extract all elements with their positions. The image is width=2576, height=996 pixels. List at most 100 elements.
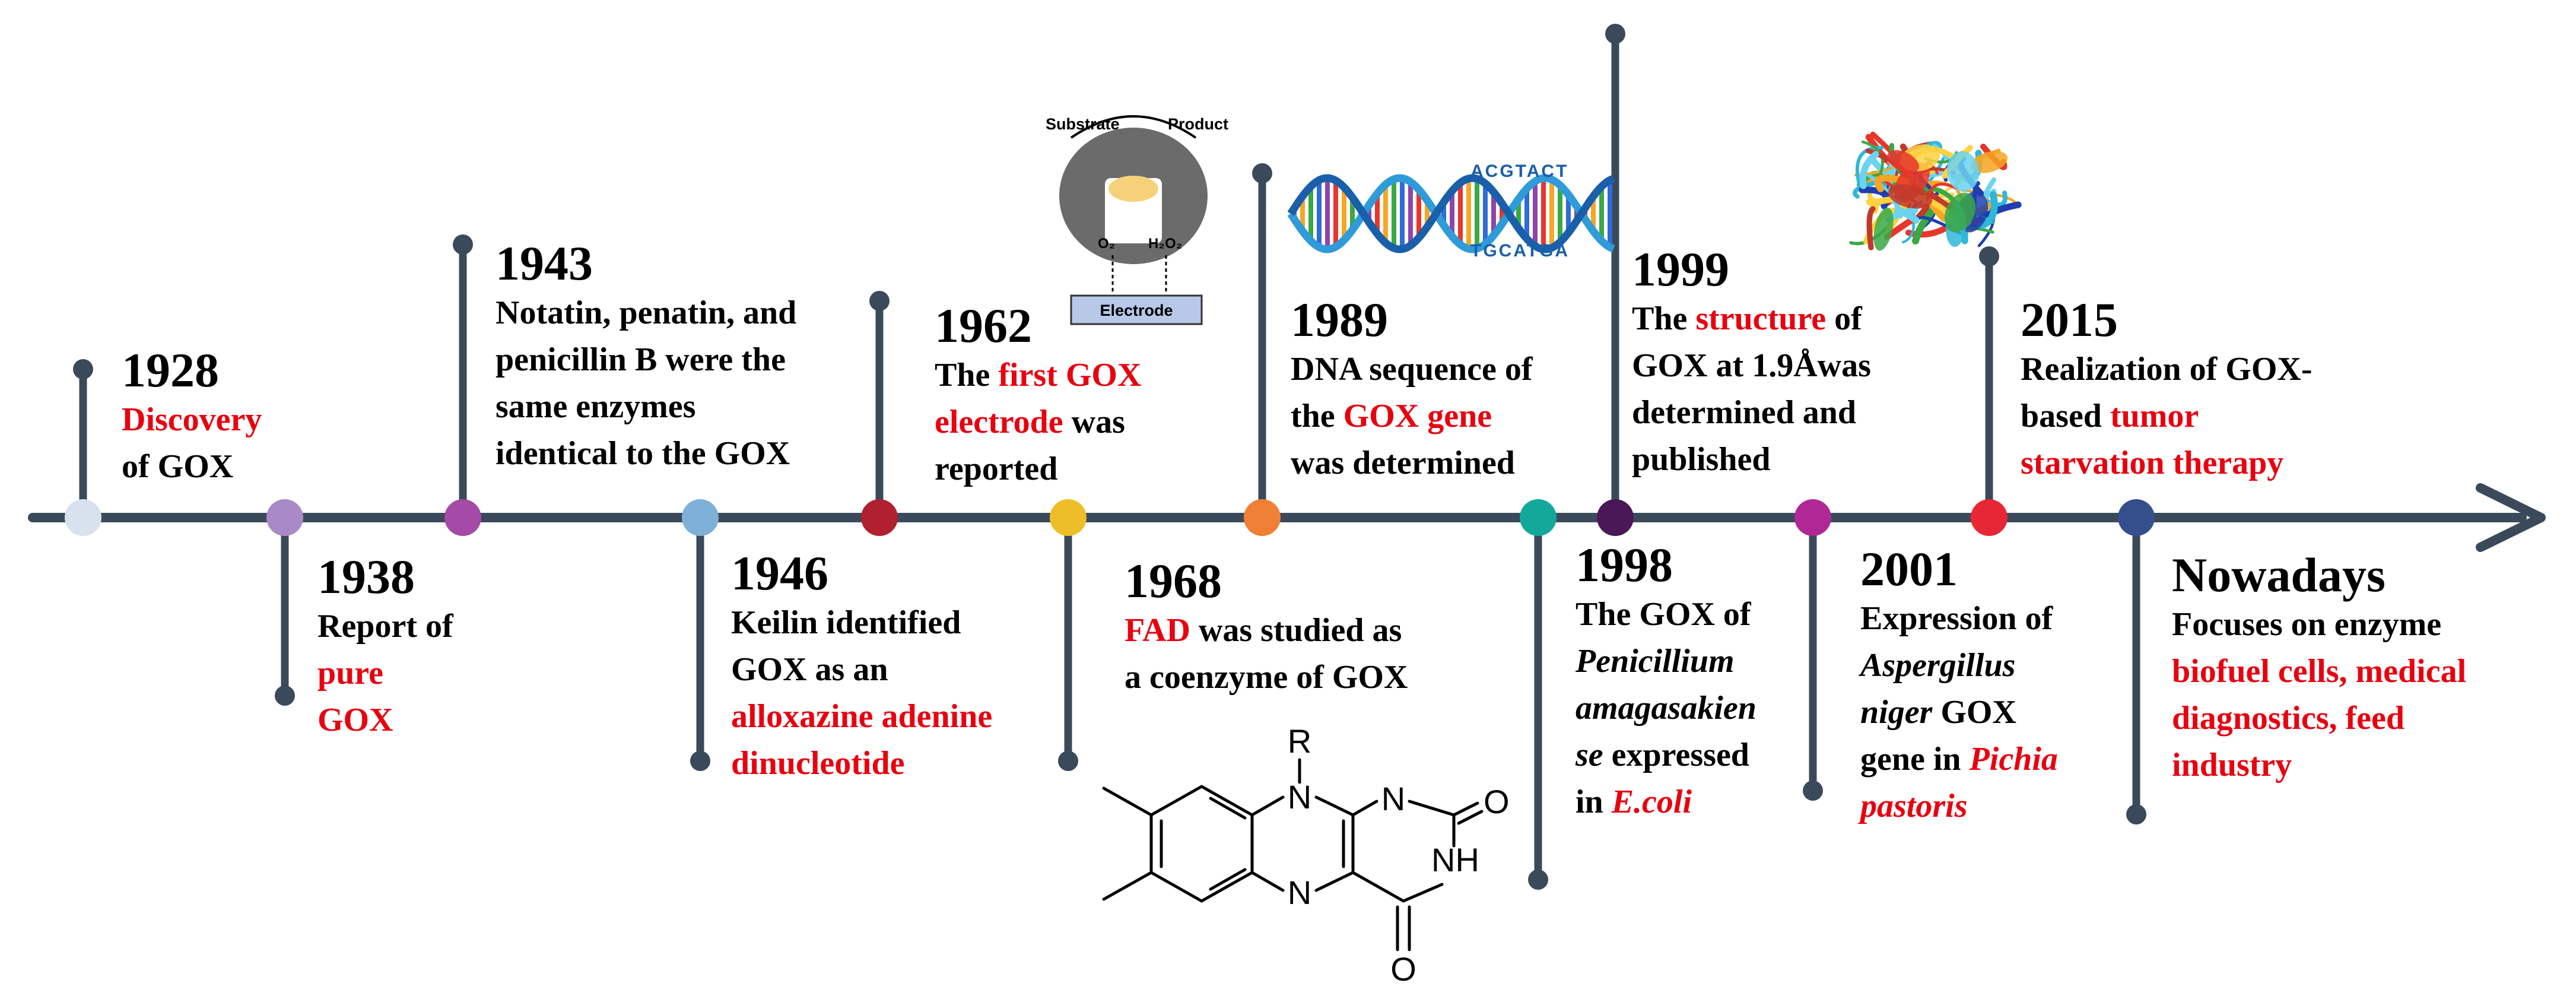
fad-atom-n: N [1288,778,1311,816]
timeline-stem-end [1803,781,1823,801]
fad-double-bond [1209,868,1247,891]
fad-atom-o: O [1484,783,1510,820]
timeline-stem-end [1605,24,1625,44]
event-text: GOX at 1.9Åwas [1632,347,1871,384]
event-text: a coenzyme of GOX [1125,659,1408,696]
event-text-line: gene in Pichia [1860,736,2058,783]
timeline-stem-end [2126,804,2146,824]
event-text: Aspergillus [1860,647,2016,684]
event-text-line: identical to the GOX [495,430,796,477]
timeline-node [266,499,303,536]
event-text-line: published [1632,436,1871,483]
event-text: of [1826,300,1862,337]
event-text: in [1576,784,1612,820]
event-year: 1999 [1632,242,1729,296]
event-text-line: niger GOX [1860,689,2058,736]
event-text-line: pastoris [1860,783,2058,830]
event-text: the [1291,398,1343,434]
electrode-product-label: Product [1168,115,1228,133]
fad-carbonyl-bond [1452,801,1479,817]
fad-bond [1200,785,1254,817]
event-text-line: se expressed [1576,732,1756,779]
event-text-line: Report of [317,603,453,650]
timeline-stem-end [869,291,890,311]
event-text: Notatin, penatin, and [495,294,797,331]
event-text-line: Focuses on enzyme [2172,601,2466,648]
fad-bond [1250,871,1285,892]
timeline-node [682,499,719,536]
event-highlight-text: Pichia [1969,741,2058,778]
dna-bottom-sequence: TGCATGA [1470,241,1570,261]
event-text-line: FAD was studied as [1125,607,1408,654]
event-text-line: in E.coli [1576,779,1756,826]
event-year: 2001 [1860,542,1958,596]
electrode-o2-label: O₂ [1098,236,1115,252]
event-year: 1989 [1291,293,1388,347]
timeline-node [444,499,481,536]
fad-bond [1149,785,1203,817]
event-year: 1946 [731,546,828,600]
event-highlight-text: Discovery [122,401,262,438]
fad-atom-n: N [1288,874,1311,911]
event-highlight-text: GOX gene [1343,398,1492,434]
event-text-line: dinucleotide [731,740,992,787]
event-text: same enzymes [495,388,696,425]
timeline-node [1794,499,1831,536]
event-year: 1928 [122,343,219,397]
event-year: 1943 [495,236,593,290]
event-highlight-text: electrode [935,404,1063,440]
event-text: Expression of [1860,600,2053,637]
event-text-line: based tumor [2021,393,2312,440]
electrode-substrate-blob [1108,176,1158,202]
event-text: of GOX [122,448,234,485]
event-text: expressed [1603,737,1749,773]
event-text: The GOX of [1576,596,1751,633]
fad-carbonyl-bond [1457,810,1484,825]
fad-bond [1314,795,1355,817]
event-text-line: The structure of [1632,296,1871,342]
event-text-line: penicillin B were the [495,337,796,383]
event-highlight-text: dinucleotide [731,745,905,782]
timeline-node [65,499,101,536]
fad-atom-o: O [1390,950,1416,988]
dna-strand-two [1288,174,1615,253]
protein-ribbon-segment [1866,206,1876,250]
event-text: was studied as [1190,612,1402,649]
event-highlight-text: FAD [1125,612,1190,649]
event-highlight-text: biofuel cells, medical [2172,653,2467,690]
event-text-line: diagnostics, feed [2172,695,2466,742]
fad-bond [1149,871,1203,903]
event-text: se [1576,737,1603,773]
event-text-line: industry [2172,742,2466,789]
fad-atom-r: R [1288,722,1311,760]
timeline-arrowhead [2476,483,2546,552]
protein-helix [1944,192,1976,233]
timeline-stem-end [73,359,93,379]
event-highlight-text: E.coli [1611,784,1692,820]
event-text-line: starvation therapy [2021,440,2312,487]
event-highlight-text: first GOX [998,357,1142,394]
event-text-line: Discovery [122,397,262,443]
event-year: 1998 [1576,538,1673,592]
event-text: penicillin B were the [495,341,786,378]
event-text-line: of GOX [122,443,262,490]
fad-methyl-bond [1102,786,1153,817]
event-highlight-text: structure [1695,300,1827,337]
fad-atom-nh: NH [1431,841,1479,878]
event-highlight-text: tumor [2110,398,2199,434]
event-text: Focuses on enzyme [2172,606,2442,643]
event-text: gene in [1860,741,1970,778]
event-text: The [935,357,999,394]
event-highlight-text: industry [2172,747,2292,784]
event-highlight-text: GOX [317,702,393,738]
event-text: amagasakien [1576,690,1756,727]
timeline-stem-end [453,234,473,255]
event-year: Nowadays [2172,548,2386,602]
